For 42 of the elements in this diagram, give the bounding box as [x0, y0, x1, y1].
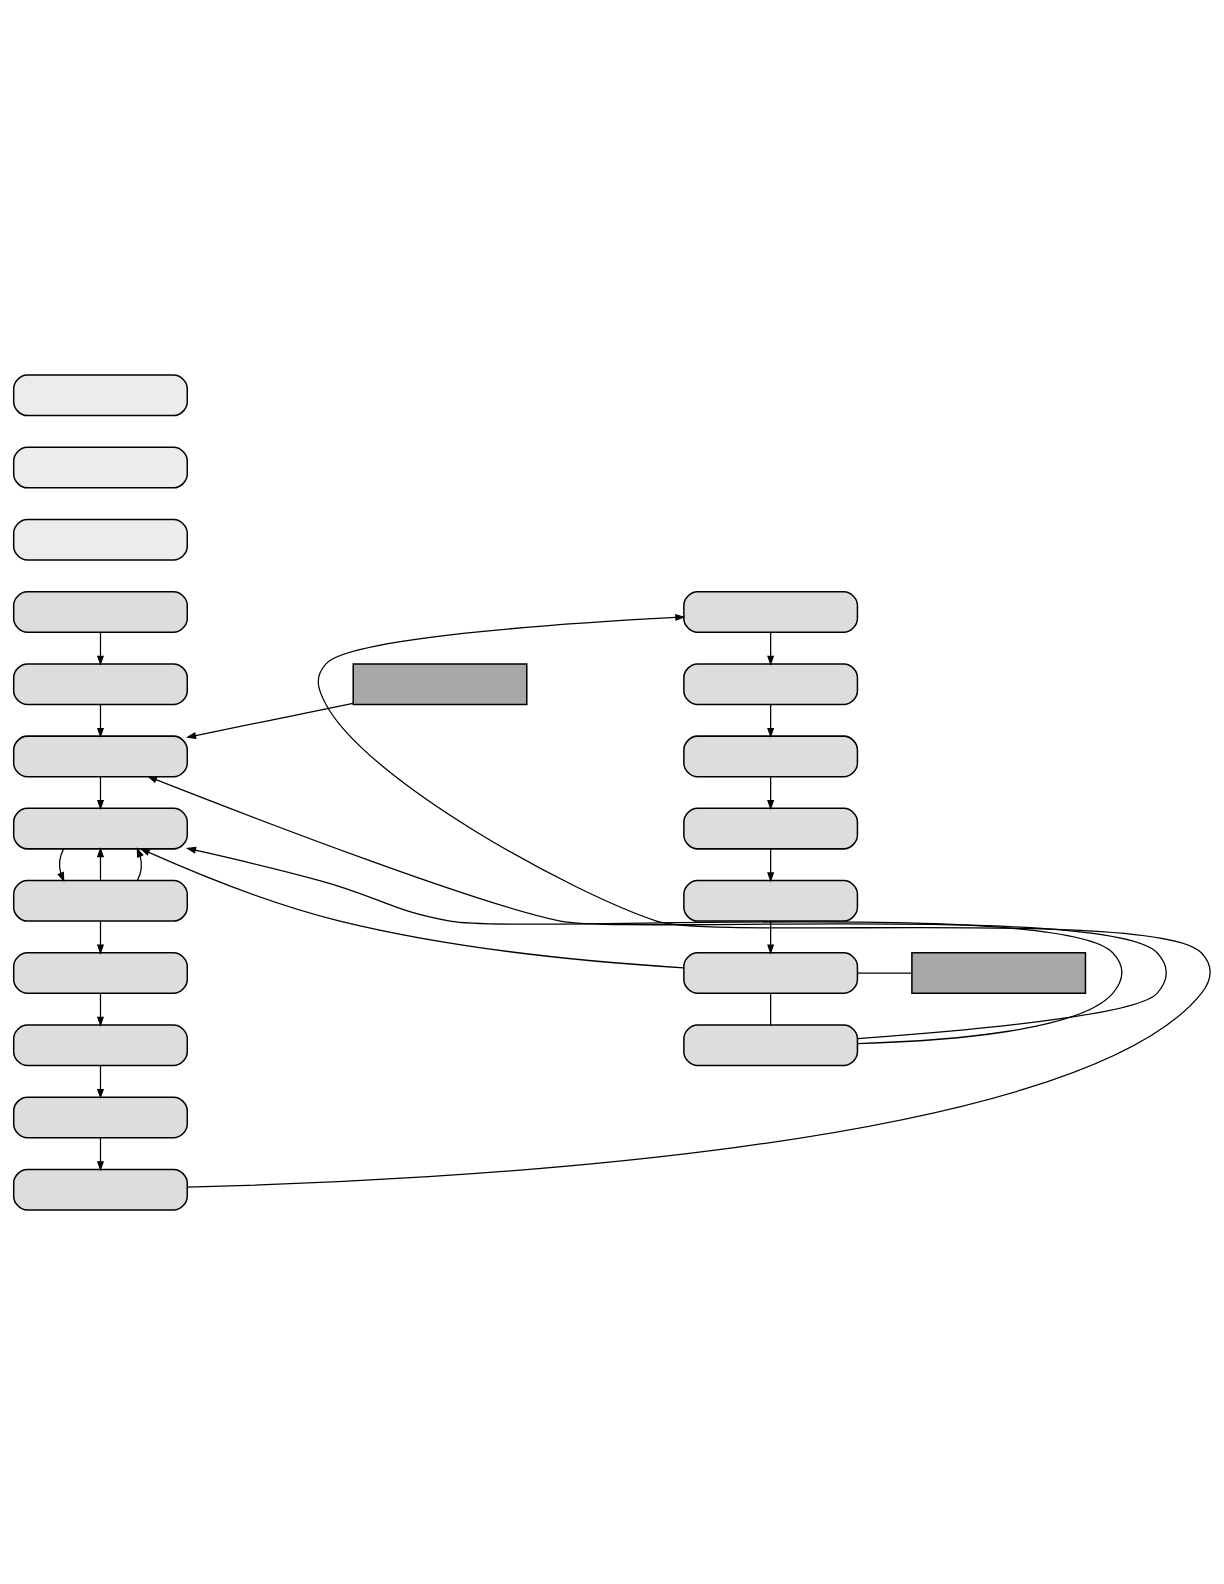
arrow: [96, 703, 105, 738]
arrow: [96, 775, 105, 810]
node-box: [683, 590, 859, 633]
node-box: [12, 951, 188, 994]
arrow: [96, 992, 105, 1027]
node-box: [12, 1095, 188, 1138]
connector: [856, 971, 913, 974]
node-box: [12, 373, 188, 416]
arrow: [767, 703, 775, 738]
node-box: [683, 951, 859, 994]
node-box: [683, 1023, 859, 1066]
node-box: [12, 518, 188, 561]
node-box: [12, 1168, 188, 1211]
node-box: [12, 734, 188, 777]
arrow: [139, 847, 685, 968]
arrow: [96, 846, 105, 881]
arrow: [767, 775, 775, 810]
node-box: [12, 807, 188, 850]
arrow: [96, 1136, 105, 1171]
connector: [770, 992, 772, 1026]
arrow: [767, 631, 775, 666]
node-box: [683, 807, 859, 850]
arrow: [767, 847, 775, 882]
arrow: [185, 846, 1123, 1044]
arrow: [96, 1064, 105, 1099]
node-box: [683, 662, 859, 705]
node-box: [12, 662, 188, 705]
node-box: [12, 879, 188, 922]
arrow: [186, 613, 1211, 1188]
node-box: [683, 879, 859, 922]
arrow: [185, 702, 354, 739]
node-box: [683, 734, 859, 777]
arrow: [96, 920, 105, 955]
node-box: [352, 662, 528, 705]
node-box: [12, 1023, 188, 1066]
node-box: [12, 446, 188, 489]
arrow: [96, 631, 105, 666]
node-box: [12, 590, 188, 633]
arrow: [136, 846, 144, 881]
arrow: [57, 847, 65, 882]
arrow: [146, 775, 1167, 1039]
node-box: [911, 951, 1087, 994]
